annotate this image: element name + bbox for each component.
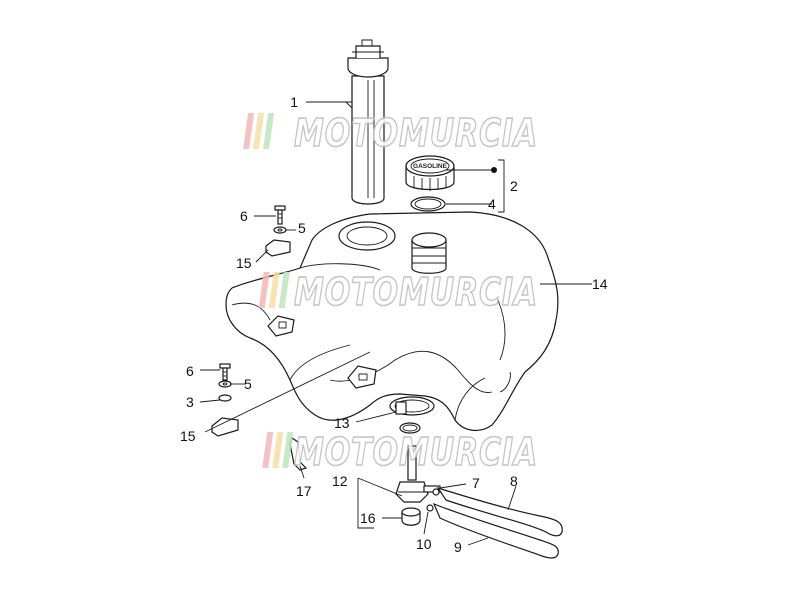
tank-mount-center <box>347 365 377 389</box>
vacuum-hose <box>432 502 559 559</box>
leader-lines <box>199 101 592 546</box>
tank-filler-opening <box>338 221 396 251</box>
fuel-tank <box>225 211 559 432</box>
fuel-cap-gasket <box>410 196 446 212</box>
callout-9: 9 <box>454 539 462 555</box>
fuel-tap <box>395 445 441 503</box>
watermark-stripe-red <box>243 113 255 149</box>
callout-2: 2 <box>510 178 518 194</box>
callout-12: 12 <box>332 473 348 489</box>
watermark-text-top: MOTOMURCIA <box>294 111 538 155</box>
bolt-lower <box>219 363 231 381</box>
callout-17: 17 <box>296 483 312 499</box>
callout-5-upper: 5 <box>298 220 306 236</box>
washer-upper <box>273 226 287 234</box>
rubber-pad-lower <box>211 417 239 437</box>
hose-clamp <box>389 396 435 416</box>
plug-cap <box>401 507 421 526</box>
bolt-upper <box>274 205 286 225</box>
watermark-middle: MOTOMURCIA <box>258 269 538 315</box>
watermark-stripe-yellow <box>253 113 265 149</box>
watermark-stripe-green <box>278 272 290 308</box>
watermark-stripe-red <box>262 432 274 468</box>
callout-4: 4 <box>488 196 496 212</box>
watermark-bottom: MOTOMURCIA <box>262 429 538 475</box>
watermark-text-middle: MOTOMURCIA <box>294 270 538 314</box>
callout-10: 10 <box>416 536 432 552</box>
hose-clip-upper <box>432 488 440 496</box>
callout-labels: 1 2 4 6 5 15 14 6 5 3 15 13 12 17 16 7 8… <box>180 94 608 555</box>
hose-clip-lower <box>426 504 434 512</box>
tank-filler-neck <box>411 232 447 274</box>
watermark-stripe-red <box>258 272 270 308</box>
callout-15-lower: 15 <box>180 428 196 444</box>
callout-15-upper: 15 <box>236 255 252 271</box>
watermark-text-bottom: MOTOMURCIA <box>294 430 538 474</box>
rubber-pad-upper <box>265 239 291 257</box>
callout-1: 1 <box>290 94 298 110</box>
callout-7: 7 <box>472 475 480 491</box>
watermark-top: MOTOMURCIA <box>243 110 538 156</box>
spacer-lower <box>218 394 232 402</box>
fuel-level-sender <box>347 39 389 205</box>
callout-8: 8 <box>510 473 518 489</box>
callout-3: 3 <box>186 394 194 410</box>
watermark-stripe-yellow <box>272 432 284 468</box>
fuel-cap: GASOLINE <box>405 155 455 191</box>
fuel-cap-label: GASOLINE <box>413 163 448 170</box>
callout-6-upper: 6 <box>240 208 248 224</box>
o-ring <box>399 422 421 434</box>
watermark-stripe-green <box>282 432 294 468</box>
callout-16: 16 <box>360 510 376 526</box>
callout-14: 14 <box>592 276 608 292</box>
watermark-stripe-green <box>263 113 275 149</box>
callout-6-lower: 6 <box>186 363 194 379</box>
tank-mount-left <box>267 315 295 337</box>
fuel-hose <box>436 486 563 537</box>
callout-13: 13 <box>334 415 350 431</box>
watermark-stripe-yellow <box>268 272 280 308</box>
washer-lower <box>218 380 232 388</box>
callout-5-lower: 5 <box>244 376 252 392</box>
